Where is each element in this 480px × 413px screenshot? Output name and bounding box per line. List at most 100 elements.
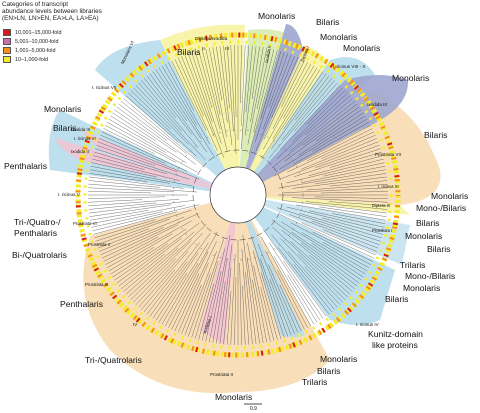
tree-branch [118,237,182,287]
tree-branch [158,67,215,158]
tree-branch [194,261,219,339]
group-label: Monolaris [392,73,430,83]
tree-branch [152,252,199,319]
tree-branch [101,213,199,259]
tree-branch [319,206,387,217]
tree-branch [292,90,346,143]
tree-branch [112,112,157,142]
legend-item: 1,001–5,000-fold [3,47,55,54]
tree-branch [88,202,157,210]
tree-branch [149,232,211,317]
tree-branch [133,87,189,145]
tree-branch [223,267,232,345]
tree-branch [268,53,288,108]
tree-branch [287,251,338,308]
tree-branch [149,73,207,153]
tree-branch [89,204,171,217]
legend-title: Categories of transcript abundance level… [2,1,172,23]
tree-branch [188,273,211,337]
tree-branch [123,98,206,168]
tree-branch [262,54,292,130]
group-label: Trilaris [400,260,426,270]
tree-branch [100,134,166,164]
tree-branch [205,48,221,115]
tree-branch [164,63,210,145]
tree-branch [297,253,346,300]
group-label: Kunitz-domain [368,329,423,339]
tree-branch [110,115,187,163]
tree-branch [90,169,171,184]
tree-branch [93,155,145,170]
tree-branch [128,224,207,298]
clade-label: Prostriata III [85,282,109,287]
tree-branch [271,234,335,310]
tree-branch [120,253,165,290]
tree-branch [309,210,385,228]
tree-branch [312,118,368,152]
tree-branch [294,75,330,121]
tree-branch [328,201,388,207]
tree-branch [260,258,288,337]
tree-branch [292,121,370,165]
tree-branch [278,169,386,189]
tree-branch [300,138,377,170]
legend-swatch [3,47,11,54]
tree-branch [329,151,382,168]
tree-branch [230,45,237,155]
group-label: Tri-/Quatro-/ [14,217,61,227]
tree-branch [314,196,388,199]
tree-branch [125,95,179,143]
tree-branch [95,209,192,242]
group-label: Monolaris [405,231,443,241]
tree-branch [253,265,271,342]
tree-branch [281,60,305,108]
tree-branch [241,45,246,127]
tree-branch [257,244,295,334]
tree-branch [116,106,197,165]
tree-branch [94,151,168,175]
tree-branch [273,256,315,325]
tree-branch [90,166,193,187]
group-label: Penthalaris [60,299,103,309]
tree-branch [272,67,318,140]
scale-label: 0.9 [250,406,257,412]
clade-label: I. ricinus VIII - X [333,64,366,69]
tree-branch [114,109,177,153]
clade-label: I. ricinus IV [356,322,379,327]
tree-branch [268,264,299,333]
tree-branch [181,284,202,334]
clade-label: Prostriata VII [375,152,402,157]
tree-branch [282,77,333,140]
tree-branch [252,279,264,343]
tree-branch [209,47,227,138]
tree-branch [311,220,380,245]
tree-branch [158,242,209,323]
legend-label: 5,001–10,000-fold [15,38,59,45]
legend-swatch [3,56,11,63]
tree-branch [245,271,253,345]
tree-branch [271,219,360,284]
tree-branch [305,95,351,136]
tree-branch [88,180,161,188]
tree-branch [272,62,308,129]
tree-branch [296,204,386,221]
tree-branch [260,287,275,341]
tree-branch [234,276,237,345]
tree-branch [322,241,370,269]
tree-branch [261,236,312,327]
tree-branch [105,236,159,265]
tree-branch [226,45,234,132]
tree-branch [281,229,356,290]
tree-branch [125,247,179,295]
tree-branch [291,197,388,203]
clade-label: Prostriata V [88,242,111,247]
tree-branch [103,224,179,262]
tree-branch [223,45,230,109]
tree-branch [161,263,199,325]
tree-branch [97,141,178,173]
tree-branch [114,243,169,281]
tree-branch [95,148,190,180]
tree-branch [194,51,213,108]
clade-shade-peach-right [238,90,441,205]
tree-branch [248,50,278,155]
